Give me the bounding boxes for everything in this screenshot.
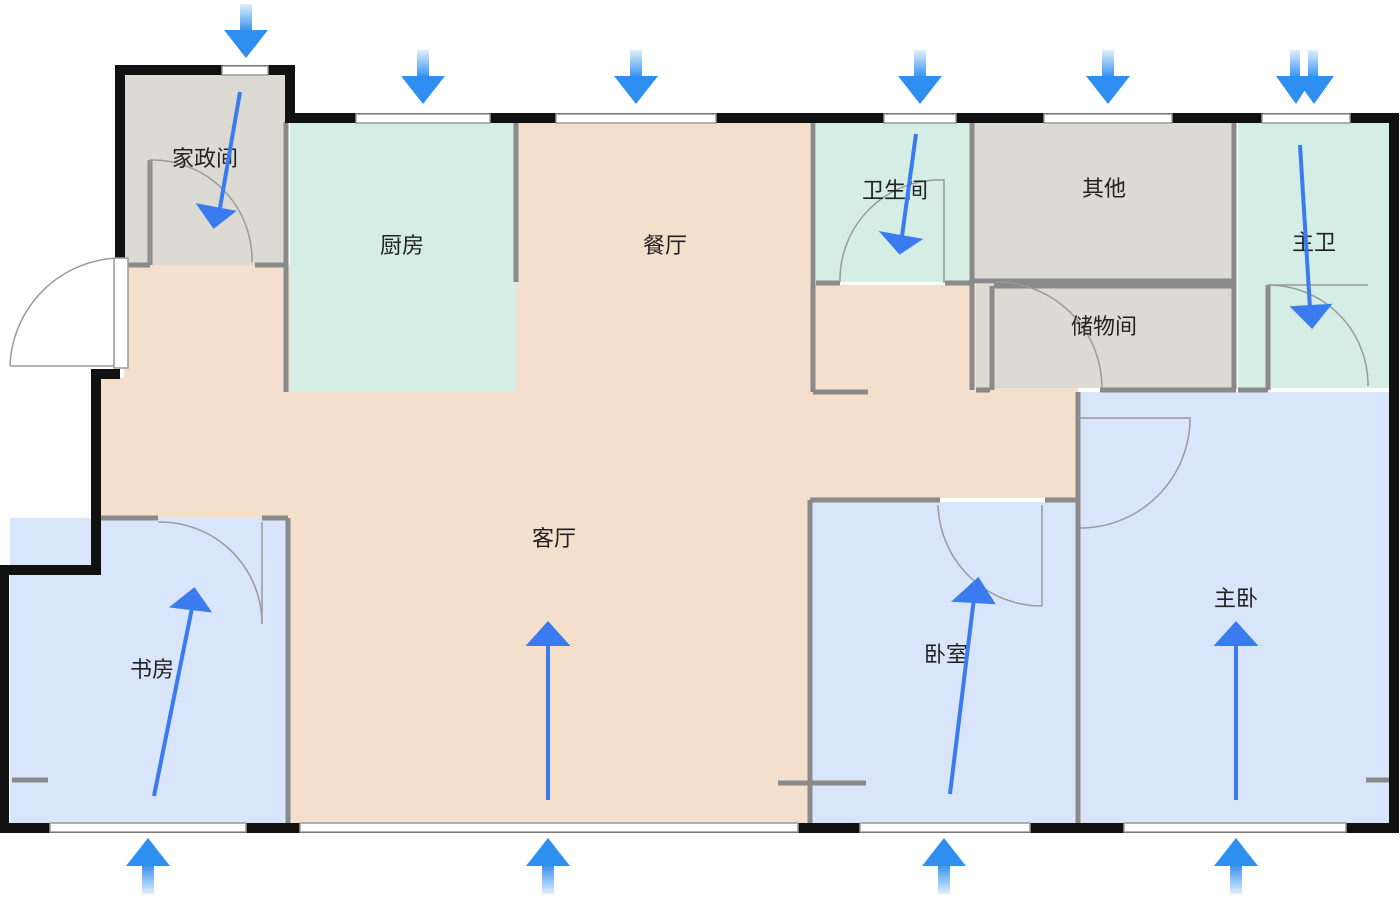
arrow-down-icon bbox=[224, 4, 268, 58]
label-other: 其他 bbox=[1082, 177, 1126, 202]
arrow-icon bbox=[948, 576, 996, 795]
label-bathroom: 卫生间 bbox=[862, 179, 928, 204]
windows bbox=[49, 65, 1351, 833]
other-room-fill bbox=[974, 122, 1234, 280]
room-labels: 家政间 厨房 餐厅 卫生间 其他 主卫 储物间 客厅 书房 卧室 主卧 bbox=[130, 147, 1336, 683]
arrow-down-icon bbox=[614, 50, 658, 104]
arrow-icon bbox=[1289, 144, 1333, 329]
label-study: 书房 bbox=[130, 658, 174, 683]
label-kitchen: 厨房 bbox=[380, 234, 424, 259]
room-fills bbox=[10, 74, 1394, 825]
bedroom-fill bbox=[812, 502, 1076, 825]
room-orientation-arrows bbox=[152, 91, 1333, 800]
master-bedroom-fill bbox=[1080, 392, 1394, 825]
storage-room-fill bbox=[976, 284, 1232, 388]
entry-door-gap bbox=[113, 257, 129, 369]
flow-arrows-bottom bbox=[126, 838, 1258, 894]
label-storage-room: 储物间 bbox=[1071, 315, 1137, 340]
arrow-icon bbox=[152, 587, 213, 797]
door-swings bbox=[9, 159, 1369, 625]
arrow-up-icon bbox=[526, 838, 570, 894]
arrow-icon bbox=[195, 91, 242, 229]
arrow-up-icon bbox=[126, 838, 170, 894]
label-living-room: 客厅 bbox=[532, 527, 576, 552]
arrow-down-icon bbox=[1294, 50, 1334, 104]
flow-arrows-top bbox=[224, 4, 1334, 104]
arrow-up-icon bbox=[1214, 838, 1258, 894]
arrow-up-icon bbox=[922, 838, 966, 894]
label-master-bedroom: 主卧 bbox=[1214, 587, 1258, 612]
label-master-bath: 主卫 bbox=[1292, 231, 1336, 256]
arrow-down-icon bbox=[1086, 50, 1130, 104]
kitchen-fill bbox=[290, 122, 516, 392]
label-bedroom: 卧室 bbox=[924, 643, 968, 668]
arrow-down-icon bbox=[898, 50, 942, 104]
arrow-icon bbox=[525, 621, 571, 800]
label-dining-room: 餐厅 bbox=[643, 234, 687, 259]
master-bath-fill bbox=[1238, 122, 1394, 388]
arrow-icon bbox=[1213, 621, 1259, 800]
arrow-down-icon bbox=[401, 50, 445, 104]
arrow-icon bbox=[878, 133, 924, 255]
